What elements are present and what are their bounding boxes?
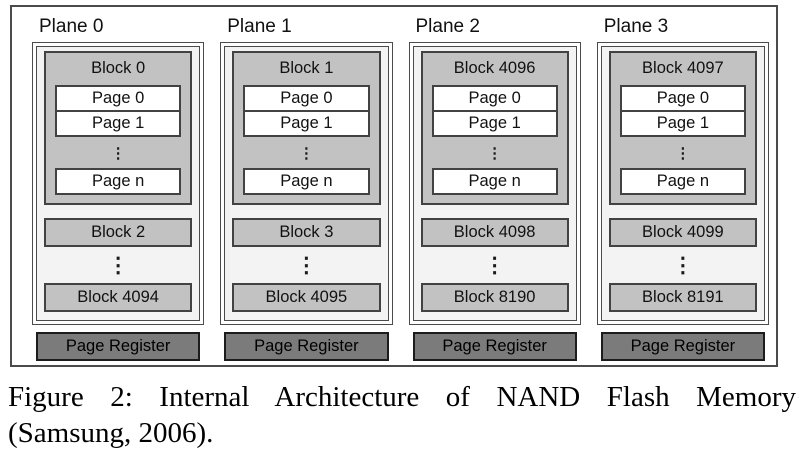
plane-2: Plane 2 Block 4096 Page 0 Page 1 ⋮ Page …	[408, 12, 581, 361]
vertical-ellipsis-icon: ⋮	[672, 253, 694, 277]
block-row: Block 4095	[232, 283, 381, 312]
plane-label: Plane 1	[227, 16, 292, 37]
plane-0: Plane 0 Block 0 Page 0 Page 1 ⋮ Page n B…	[32, 12, 205, 361]
block-row: Block 4099	[608, 218, 757, 247]
block-row: Block 8191	[608, 283, 757, 312]
block-row: Block 8190	[420, 283, 569, 312]
page-row: Page 0	[619, 85, 746, 112]
block-expanded: Block 4097 Page 0 Page 1 ⋮ Page n	[608, 51, 757, 205]
page-row: Page n	[431, 168, 558, 195]
block-row: Block 4094	[44, 283, 193, 312]
block-expanded: Block 1 Page 0 Page 1 ⋮ Page n	[232, 51, 381, 205]
block-title: Block 0	[91, 59, 146, 77]
vertical-ellipsis-icon: ⋮	[675, 144, 691, 162]
vertical-ellipsis-icon: ⋮	[110, 144, 126, 162]
page-row: Page n	[55, 168, 182, 195]
planes-row: Plane 0 Block 0 Page 0 Page 1 ⋮ Page n B…	[32, 12, 769, 361]
page-row: Page 0	[55, 85, 182, 112]
plane-frame: Block 4096 Page 0 Page 1 ⋮ Page n Block …	[408, 42, 581, 325]
page-row: Page 1	[243, 110, 370, 137]
block-title: Block 4096	[453, 59, 536, 77]
block-title: Block 4097	[642, 59, 724, 77]
block-row: Block 2	[44, 218, 193, 247]
figure-caption: Figure 2: Internal Architecture of NAND …	[8, 379, 796, 451]
plane-label: Plane 3	[603, 16, 669, 37]
vertical-ellipsis-icon: ⋮	[484, 253, 506, 277]
plane-frame: Block 0 Page 0 Page 1 ⋮ Page n Block 2 ⋮…	[32, 42, 205, 325]
page-row: Page 0	[243, 85, 370, 112]
plane-blocks-panel: Block 0 Page 0 Page 1 ⋮ Page n Block 2 ⋮…	[36, 46, 201, 321]
block-title: Block 1	[279, 59, 334, 77]
caption-line-2: (Samsung, 2006).	[8, 417, 214, 449]
plane-1: Plane 1 Block 1 Page 0 Page 1 ⋮ Page n B…	[220, 12, 393, 361]
vertical-ellipsis-icon: ⋮	[295, 253, 317, 277]
page-register: Page Register	[600, 332, 765, 361]
plane-3: Plane 3 Block 4097 Page 0 Page 1 ⋮ Page …	[596, 12, 769, 361]
plane-blocks-panel: Block 1 Page 0 Page 1 ⋮ Page n Block 3 ⋮…	[224, 46, 389, 321]
page-row: Page n	[619, 168, 746, 195]
caption-line-1: Figure 2: Internal Architecture of NAND …	[8, 381, 796, 413]
vertical-ellipsis-icon: ⋮	[487, 144, 503, 162]
block-row: Block 4098	[420, 218, 569, 247]
vertical-ellipsis-icon: ⋮	[107, 253, 129, 277]
figure-diagram: Plane 0 Block 0 Page 0 Page 1 ⋮ Page n B…	[10, 5, 778, 367]
page-row: Page 1	[55, 110, 182, 137]
block-expanded: Block 4096 Page 0 Page 1 ⋮ Page n	[420, 51, 569, 205]
plane-blocks-panel: Block 4096 Page 0 Page 1 ⋮ Page n Block …	[412, 46, 577, 321]
plane-label: Plane 2	[415, 16, 480, 37]
page-register: Page Register	[412, 332, 577, 361]
block-row: Block 3	[232, 218, 381, 247]
page-row: Page 0	[431, 85, 558, 112]
vertical-ellipsis-icon: ⋮	[298, 144, 314, 162]
page-row: Page 1	[619, 110, 746, 137]
page-register: Page Register	[36, 332, 201, 361]
plane-frame: Block 4097 Page 0 Page 1 ⋮ Page n Block …	[596, 42, 769, 325]
plane-label: Plane 0	[39, 16, 104, 37]
block-expanded: Block 0 Page 0 Page 1 ⋮ Page n	[44, 51, 193, 205]
page-register: Page Register	[224, 332, 389, 361]
page-row: Page 1	[431, 110, 558, 137]
page-row: Page n	[243, 168, 370, 195]
plane-frame: Block 1 Page 0 Page 1 ⋮ Page n Block 3 ⋮…	[220, 42, 393, 325]
plane-blocks-panel: Block 4097 Page 0 Page 1 ⋮ Page n Block …	[600, 46, 765, 321]
